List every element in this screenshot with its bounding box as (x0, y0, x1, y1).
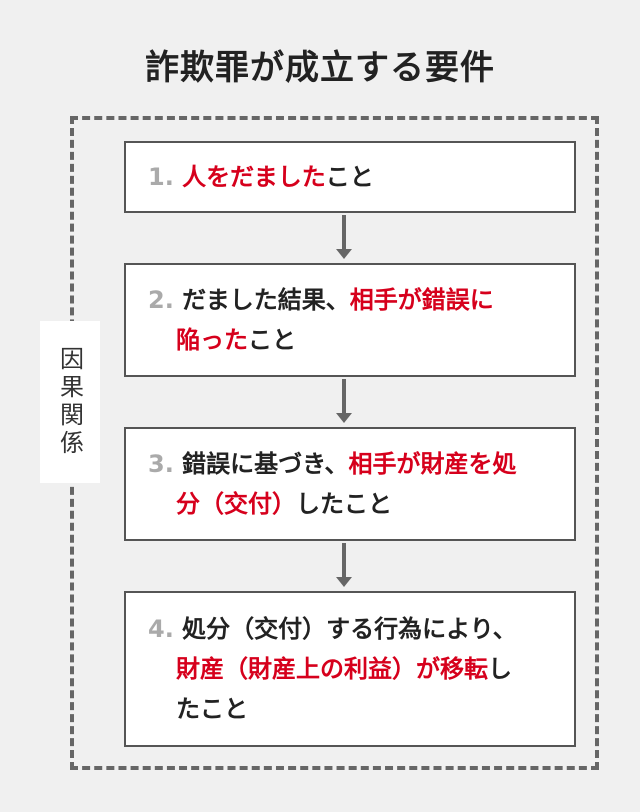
step-4-line-3: たこと (148, 689, 552, 729)
requirement-text: こと (325, 163, 374, 191)
requirement-text: たこと (176, 695, 248, 723)
step-3-line-2: 分（交付）したこと (148, 484, 552, 524)
step-2-line-2: 陥ったこと (148, 320, 552, 360)
step-number: 4. (148, 615, 183, 643)
flow-arrow-1 (334, 215, 354, 261)
requirement-keyword: 陥った (176, 326, 248, 354)
flow-arrow-3 (334, 543, 354, 589)
requirement-text: こと (248, 326, 296, 354)
step-1-line-1: 1. 人をだましたこと (148, 157, 552, 197)
requirement-keyword: 相手が錯誤に (349, 286, 494, 314)
step-number: 2. (148, 286, 183, 314)
step-3-line-1: 3. 錯誤に基づき、相手が財産を処 (148, 444, 552, 484)
requirement-text: し (488, 655, 512, 683)
requirement-keyword: 分（交付） (176, 490, 296, 518)
requirement-step-2: 2. だました結果、相手が錯誤に陥ったこと (124, 263, 576, 377)
step-4-line-2: 財産（財産上の利益）が移転し (148, 649, 552, 689)
requirement-text: 処分（交付）する行為により、 (182, 615, 517, 643)
step-number: 3. (148, 450, 183, 478)
causation-label: 因果関係 (55, 346, 84, 458)
step-number: 1. (148, 163, 183, 191)
requirement-step-4: 4. 処分（交付）する行為により、財産（財産上の利益）が移転したこと (124, 591, 576, 747)
flow-arrow-2 (334, 379, 354, 425)
requirement-keyword: 相手が財産を処 (348, 450, 517, 478)
diagram-title: 詐欺罪が成立する要件 (145, 48, 495, 88)
causation-label-box: 因果関係 (40, 321, 100, 483)
requirement-keyword: 財産（財産上の利益）が移転 (176, 655, 488, 683)
requirement-text: だました結果、 (182, 286, 350, 314)
requirement-step-1: 1. 人をだましたこと (124, 141, 576, 213)
requirement-keyword: 人をだました (182, 163, 326, 191)
step-4-line-1: 4. 処分（交付）する行為により、 (148, 609, 552, 649)
requirement-text: したこと (296, 490, 392, 518)
requirement-step-3: 3. 錯誤に基づき、相手が財産を処分（交付）したこと (124, 427, 576, 541)
requirement-text: 錯誤に基づき、 (182, 450, 349, 478)
step-2-line-1: 2. だました結果、相手が錯誤に (148, 280, 552, 320)
